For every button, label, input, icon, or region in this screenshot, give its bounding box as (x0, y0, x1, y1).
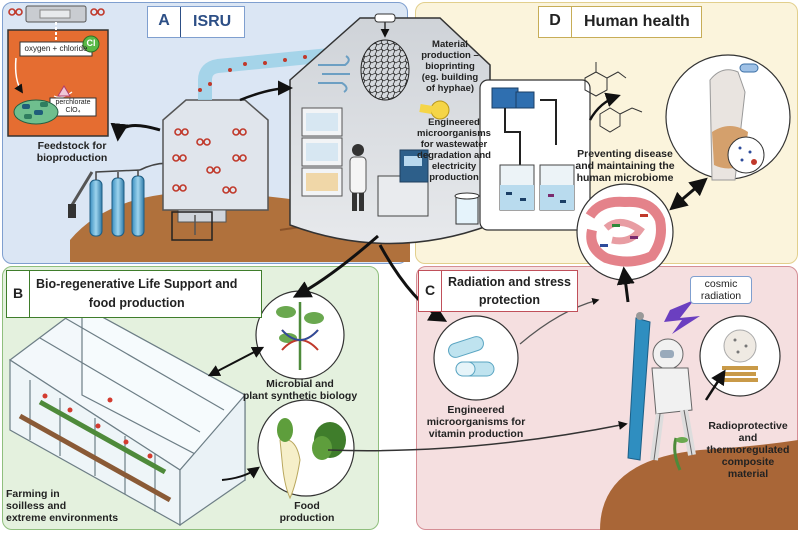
radioprotective-label: Radioprotective and thermoregulated comp… (700, 420, 796, 480)
material-line4: (eg. building (421, 71, 479, 83)
panel-d-header: D Human health (538, 6, 702, 38)
farming-line3: extreme environments (6, 512, 119, 525)
panel-c-title-line2: protection (478, 293, 541, 307)
cosmic-radiation-label: cosmic radiation (690, 276, 752, 305)
engineered-line3: for wastewater (420, 138, 488, 150)
toilet-icon (454, 192, 480, 225)
engineered-line6: production (429, 171, 479, 183)
material-production-label: Material production – bioprinting (eg. b… (414, 39, 486, 95)
panel-a-header: A ISRU (147, 6, 245, 38)
scientist-icon (349, 144, 367, 211)
radio-line1: Radioprotective (708, 420, 788, 432)
incubators (301, 107, 343, 197)
chloride-icon: Cl (86, 38, 96, 48)
panel-c-title-line1: Radiation and stress (448, 274, 571, 289)
preventing-line2: and maintaining the (575, 160, 675, 173)
material-line3: bioprinting (425, 60, 475, 72)
panel-b-header: B Bio-regenerative Life Support and food… (6, 270, 262, 318)
cosmic-line1: cosmic (704, 278, 738, 290)
microbial-plant-label: Microbial and plant synthetic biology (232, 378, 368, 402)
wind-icon (318, 55, 350, 93)
wastewater-tanks (499, 164, 575, 211)
material-line2: production – (421, 49, 479, 61)
reactor-vessel-icon (162, 99, 269, 241)
capsule-icon (448, 336, 495, 377)
vegetable-icon (277, 418, 346, 500)
capsule-circle (433, 315, 519, 401)
panel-a-title: ISRU (193, 13, 232, 30)
pump-icon (491, 87, 557, 165)
feedstock-label-line1: Feedstock for (37, 140, 107, 152)
engineered-line2: microorganisms (417, 127, 491, 139)
oxygen-chloride-label: oxygen + chloride (24, 44, 88, 53)
cosmic-line2: radiation (700, 290, 742, 303)
intestine-icon (585, 196, 666, 267)
panel-b-title-line2: food production (88, 296, 185, 310)
greenhouse-icon (8, 304, 246, 527)
fungal-mycelium-icon (360, 39, 410, 101)
panel-b-letter: B (7, 271, 30, 317)
perchlorate-label-line1: perchlorate (55, 99, 91, 106)
vitamin-production-label: Engineered microorganisms for vitamin pr… (418, 404, 534, 440)
food-production-label: Food production (272, 500, 342, 524)
microbial-line2: plant synthetic biology (242, 390, 358, 403)
radio-line4: composite (721, 456, 775, 469)
lightning-icon (664, 300, 700, 334)
panel-b-title-line1: Bio-regenerative Life Support and (36, 276, 238, 291)
engineered-line4: degradation and (417, 149, 491, 161)
material-line1: Material (432, 39, 468, 50)
molecule-icon (584, 62, 643, 133)
perchlorate-label: perchlorate ClO₄ (50, 99, 96, 115)
vitamin-line2: microorganisms for (426, 416, 526, 429)
engineered-line5: electricity (431, 160, 477, 172)
feedstock-label: Feedstock for bioproduction (22, 140, 122, 164)
farming-line1: Farming in (6, 488, 60, 500)
radio-line5: material (727, 468, 769, 481)
preventing-line1: Preventing disease (577, 148, 673, 160)
plant-dna-icon (276, 302, 324, 370)
feedstock-label-line2: bioproduction (36, 152, 108, 165)
astronaut-icon (627, 312, 696, 471)
vitamin-line1: Engineered (447, 404, 505, 416)
light-bulb-icon (419, 100, 450, 120)
perchlorate-reactor (7, 5, 109, 137)
farming-label: Farming in soilless and extreme environm… (6, 488, 130, 524)
panel-d-title: Human health (584, 13, 690, 30)
engineered-wastewater-label: Engineered microorganisms for wastewater… (412, 117, 496, 184)
panel-d-letter: D (539, 7, 572, 37)
farming-line2: soilless and (6, 500, 67, 513)
preventing-line3: human microbiome (576, 172, 674, 185)
bioprinter (377, 149, 429, 217)
panel-c-header: C Radiation and stress protection (418, 270, 578, 312)
food-line1: Food (294, 500, 320, 512)
preventing-disease-label: Preventing disease and maintaining the h… (566, 148, 684, 184)
radio-line3: thermoregulated (706, 444, 790, 457)
engineered-line1: Engineered (428, 117, 480, 128)
food-line2: production (279, 512, 335, 525)
vitamin-line3: vitamin production (428, 428, 524, 441)
panel-a-letter: A (148, 7, 181, 37)
mars-soil-c (600, 440, 798, 530)
oxygen-molecule-icon (172, 128, 247, 194)
gas-tank-icon (68, 162, 179, 237)
panel-c-letter: C (419, 271, 442, 311)
composite-material-icon (722, 329, 758, 382)
material-line5: of hyphae) (425, 82, 475, 94)
radio-line2: and (738, 432, 758, 445)
vent-pipe (198, 48, 331, 100)
microbial-line1: Microbial and (266, 378, 334, 390)
perchlorate-label-line2: ClO₄ (65, 107, 81, 115)
